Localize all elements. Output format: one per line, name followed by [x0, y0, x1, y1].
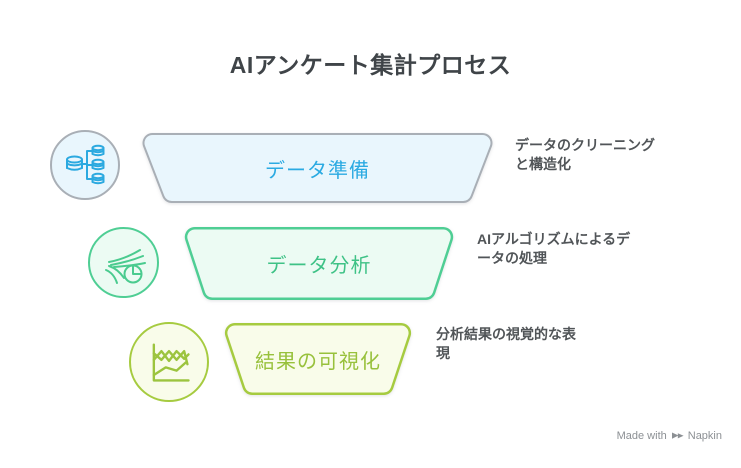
diagram-title: AIアンケート集計プロセス — [229, 52, 512, 78]
stage2-annotation: AIアルゴリズムによるデ ータの処理 — [477, 231, 631, 266]
database-distribution-icon — [66, 144, 105, 185]
funnel-shape-3 — [224, 323, 412, 395]
stage3-icon-badge — [129, 322, 209, 402]
watermark-brand: Napkin — [687, 430, 722, 442]
funnel-stage-1: データ準備 — [138, 133, 497, 203]
stage3-annotation: 分析結果の視覚的な表 現 — [436, 326, 576, 361]
funnel-stage-3: 結果の可視化 — [221, 323, 415, 395]
napkin-logo-icon — [671, 432, 684, 439]
napkin-watermark[interactable]: Made with Napkin — [617, 430, 722, 442]
stage2-icon-badge — [88, 227, 159, 298]
watermark-made-with: Made with — [616, 430, 667, 442]
funnel-stage-2: データ分析 — [181, 227, 457, 300]
data-flow-pie-icon — [104, 248, 146, 284]
stage2-label: データ分析 — [266, 255, 372, 277]
line-chart-icon — [152, 343, 190, 382]
funnel-shape-1 — [142, 133, 493, 203]
stage1-icon-badge — [50, 130, 120, 200]
stage3-label: 結果の可視化 — [255, 350, 381, 373]
stage1-annotation: データのクリーニング と構造化 — [515, 137, 655, 172]
funnel-shape-2 — [184, 227, 454, 300]
stage1-label: データ準備 — [265, 159, 370, 182]
